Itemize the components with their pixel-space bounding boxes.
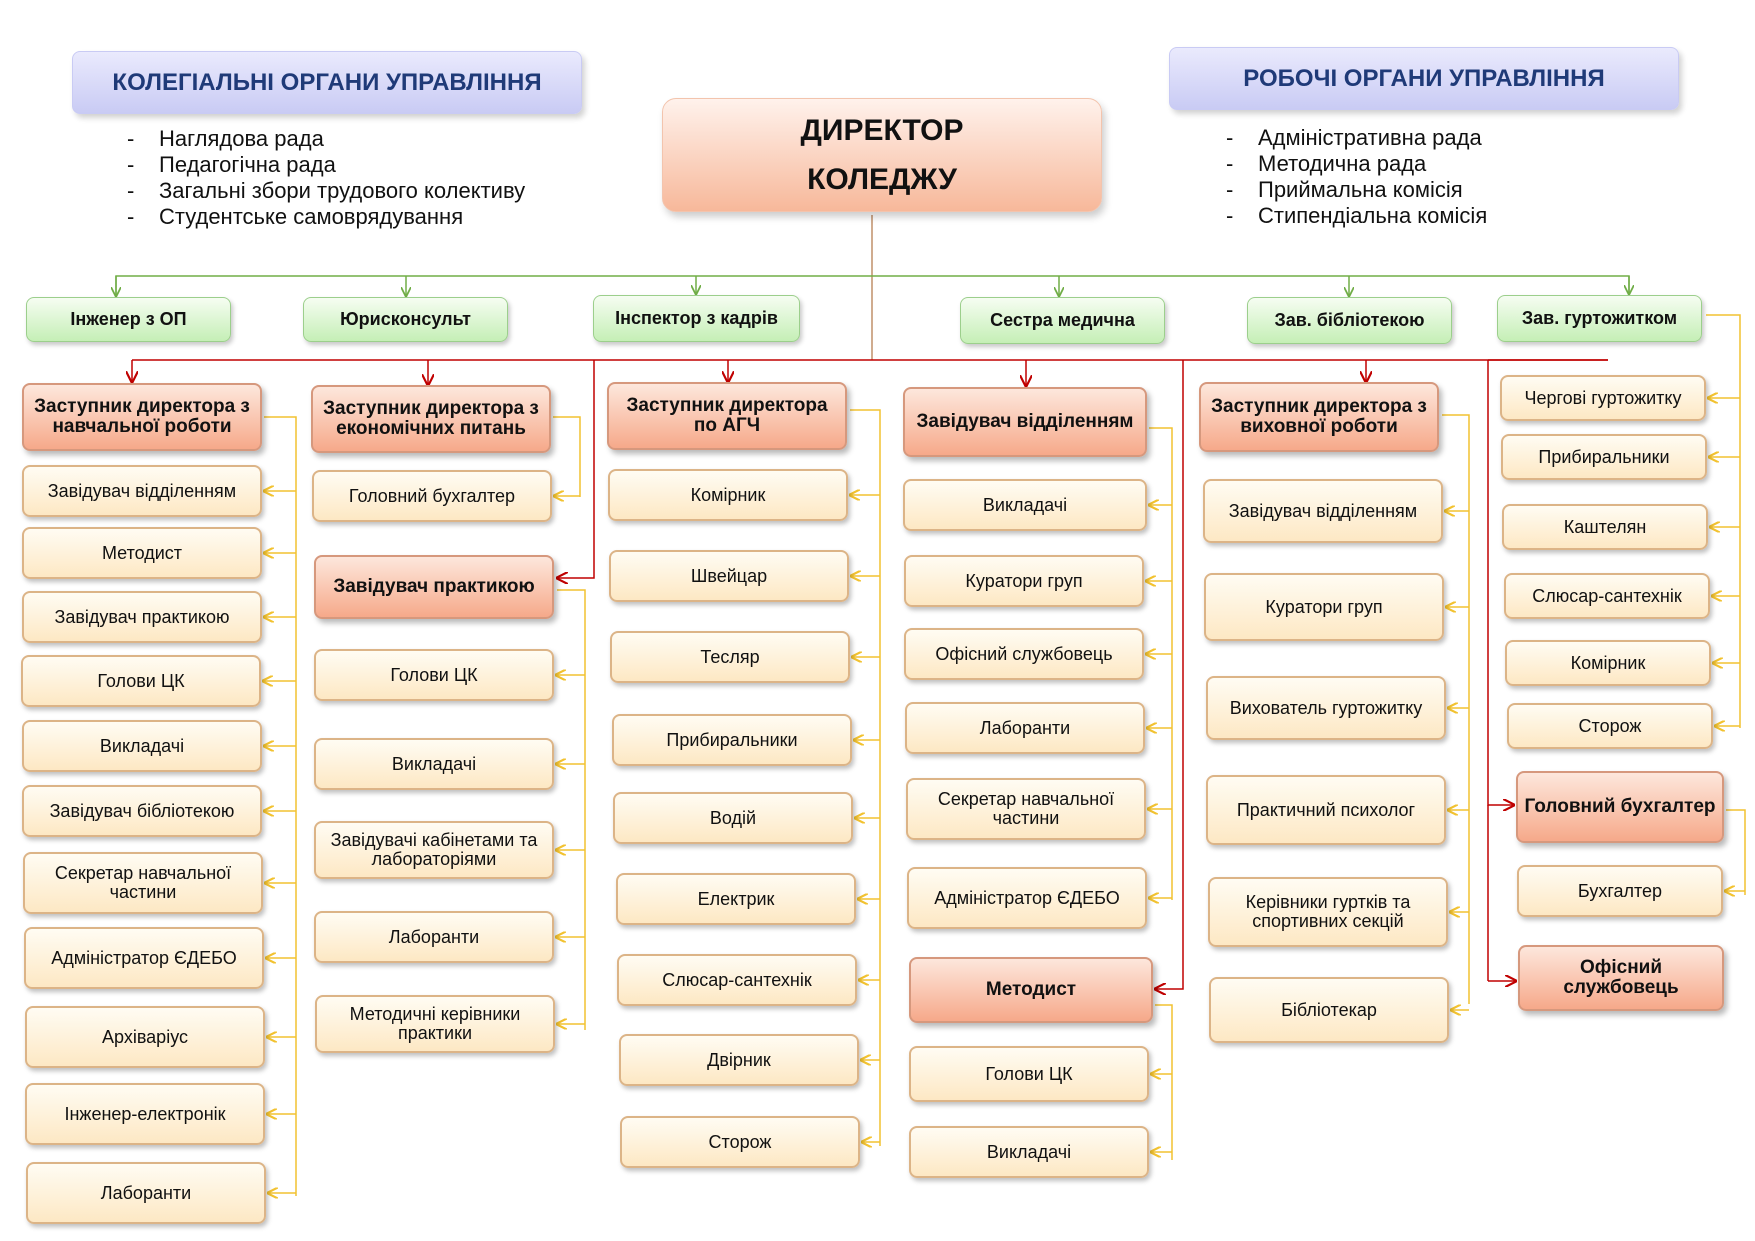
col5-item: Куратори груп xyxy=(1204,573,1444,641)
col6-item: Слюсар-сантехнік xyxy=(1504,573,1710,619)
working-list: Адміністративна рада Методична рада Прий… xyxy=(1222,125,1487,229)
col6-item: Прибиральники xyxy=(1501,434,1707,480)
head-of-department: Завідувач відділенням xyxy=(903,387,1147,457)
staff-box: Зав. гуртожитком xyxy=(1497,295,1702,342)
col4-sub-item: Голови ЦК xyxy=(909,1046,1149,1102)
col2-sub-item: Голови ЦК xyxy=(314,649,554,701)
col1-item: Завідувач відділенням xyxy=(22,465,262,517)
col5-item: Вихователь гуртожитку xyxy=(1206,676,1446,740)
list-item: Приймальна комісія xyxy=(1222,177,1487,203)
col3-item: Прибиральники xyxy=(612,714,852,766)
methodist-head: Методист xyxy=(909,957,1153,1023)
chief-accountant: Головний бухгалтер xyxy=(1516,771,1724,843)
col5-item: Керівники гуртків та спортивних секцій xyxy=(1208,877,1448,947)
col3-item: Тесляр xyxy=(610,631,850,683)
col4-sub-item: Викладачі xyxy=(909,1126,1149,1178)
deputy-academic: Заступник директора з навчальної роботи xyxy=(22,383,262,451)
col5-item: Бібліотекар xyxy=(1209,977,1449,1043)
list-item: Педагогічна рада xyxy=(123,152,525,178)
list-item: Загальні збори трудового колективу xyxy=(123,178,525,204)
list-item: Студентське самоврядування xyxy=(123,204,525,230)
col2-sub-item: Завідувачі кабінетами та лабораторіями xyxy=(314,821,554,879)
col2-sub-item: Викладачі xyxy=(314,738,554,790)
col1-item: Інженер-електронік xyxy=(25,1083,265,1145)
collegial-list: Наглядова рада Педагогічна рада Загальні… xyxy=(123,126,525,230)
col5-item: Завідувач відділенням xyxy=(1203,479,1443,543)
col3-item: Слюсар-сантехнік xyxy=(617,954,857,1006)
deputy-economics: Заступник директора з економічних питань xyxy=(311,385,551,453)
col1-item: Завідувач практикою xyxy=(22,591,262,643)
list-item: Методична рада xyxy=(1222,151,1487,177)
col2-item: Головний бухгалтер xyxy=(312,470,552,522)
col1-item: Голови ЦК xyxy=(21,655,261,707)
staff-box: Інженер з ОП xyxy=(26,297,231,342)
col4-item: Викладачі xyxy=(903,479,1147,531)
list-item: Наглядова рада xyxy=(123,126,525,152)
list-item: Стипендіальна комісія xyxy=(1222,203,1487,229)
col1-item: Адміністратор ЄДЕБО xyxy=(24,927,264,989)
col1-item: Архіваріус xyxy=(25,1006,265,1068)
col4-item: Куратори груп xyxy=(904,555,1144,607)
col2-sub-item: Методичні керівники практики xyxy=(315,995,555,1053)
col6-sub-item: Бухгалтер xyxy=(1517,865,1723,917)
col3-item: Електрик xyxy=(616,873,856,925)
col4-item: Секретар навчальної частини xyxy=(906,778,1146,840)
col6-item: Комірник xyxy=(1505,640,1711,686)
list-item: Адміністративна рада xyxy=(1222,125,1487,151)
staff-box: Юрисконсульт xyxy=(303,297,508,342)
col6-item: Сторож xyxy=(1507,703,1713,749)
col3-item: Сторож xyxy=(620,1116,860,1168)
col4-item: Адміністратор ЄДЕБО xyxy=(907,867,1147,929)
staff-box: Зав. бібліотекою xyxy=(1247,297,1452,344)
staff-box: Інспектор з кадрів xyxy=(593,295,800,342)
col2-sub-item: Лаборанти xyxy=(314,911,554,963)
col6-item: Каштелян xyxy=(1502,504,1708,550)
staff-box: Сестра медична xyxy=(960,297,1165,344)
director-box: ДИРЕКТОР КОЛЕДЖУ xyxy=(662,98,1102,212)
col6-item: Чергові гуртожитку xyxy=(1500,375,1706,421)
col4-item: Офісний службовець xyxy=(904,628,1144,680)
col3-item: Двірник xyxy=(619,1034,859,1086)
col1-item: Лаборанти xyxy=(26,1162,266,1224)
deputy-education: Заступник директора з виховної роботи xyxy=(1199,382,1439,452)
col4-item: Лаборанти xyxy=(905,702,1145,754)
office-clerk-head: Офісний службовець xyxy=(1518,945,1724,1011)
deputy-agch: Заступник директора по АГЧ xyxy=(607,382,847,450)
col1-item: Завідувач бібліотекою xyxy=(22,785,262,837)
working-header: РОБОЧІ ОРГАНИ УПРАВЛІННЯ xyxy=(1169,47,1679,110)
col3-item: Швейцар xyxy=(609,550,849,602)
head-of-practice: Завідувач практикою xyxy=(314,555,554,619)
col3-item: Водій xyxy=(613,792,853,844)
col1-item: Викладачі xyxy=(22,720,262,772)
col5-item: Практичний психолог xyxy=(1206,775,1446,845)
col3-item: Комірник xyxy=(608,469,848,521)
collegial-header: КОЛЕГІАЛЬНІ ОРГАНИ УПРАВЛІННЯ xyxy=(72,51,582,114)
col1-item: Секретар навчальної частини xyxy=(23,852,263,914)
col1-item: Методист xyxy=(22,527,262,579)
